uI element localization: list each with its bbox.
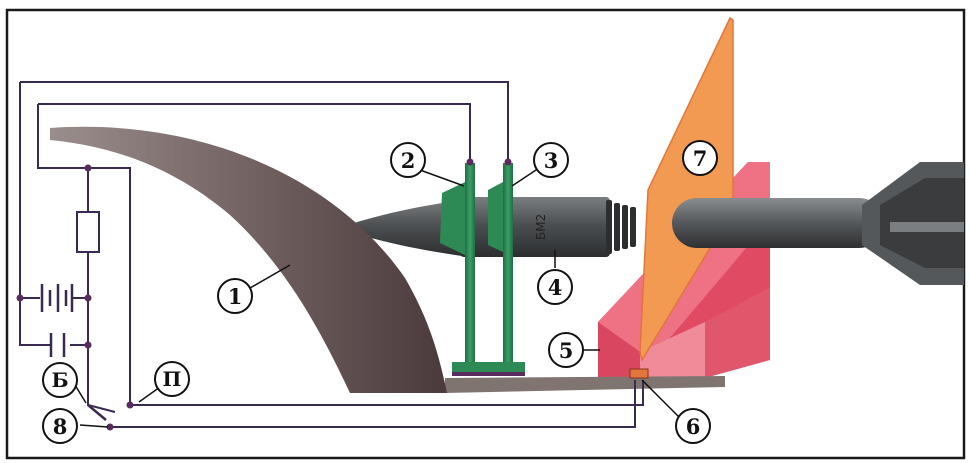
callout-label-p: П [163,367,182,391]
callout-label-7: 7 [693,146,708,171]
callout-leaders [74,167,681,428]
callout-label-6: 6 [686,414,701,439]
callout-label-8: 8 [53,414,68,439]
callout-label-b: Б [51,368,68,392]
projectile-marking: БМ2 [534,214,548,240]
callout-label-2: 2 [401,148,416,173]
callout-1: 1 [217,278,253,314]
projectile-fins [862,162,964,285]
callout-5: 5 [548,332,584,368]
wire-junctions [16,158,512,431]
callout-8: 8 [42,408,78,444]
capacitor [49,333,66,357]
callout-3: 3 [533,142,569,178]
callout-7: 7 [682,140,718,176]
circuit-wiring [19,81,644,428]
base-strip [445,376,725,393]
bent-plate [50,126,447,393]
projectile-nose [338,200,462,256]
resistor [76,211,100,253]
callout-2: 2 [390,142,426,178]
callout-4: 4 [537,269,573,305]
sensor-frame-right [488,163,525,376]
sensor-frame-left [440,163,492,376]
penetrator-rod [672,198,884,248]
callout-6: 6 [675,408,711,444]
callout-b: Б [42,362,78,398]
callout-label-5: 5 [559,338,574,363]
callout-p: П [154,361,190,397]
callout-label-4: 4 [548,275,563,300]
switch [87,404,107,421]
projectile-grooves [606,200,636,254]
battery [40,284,74,312]
contact-element [629,368,649,379]
callout-label-3: 3 [544,148,559,173]
projectile: БМ2 [338,197,636,257]
callout-label-1: 1 [228,284,243,309]
